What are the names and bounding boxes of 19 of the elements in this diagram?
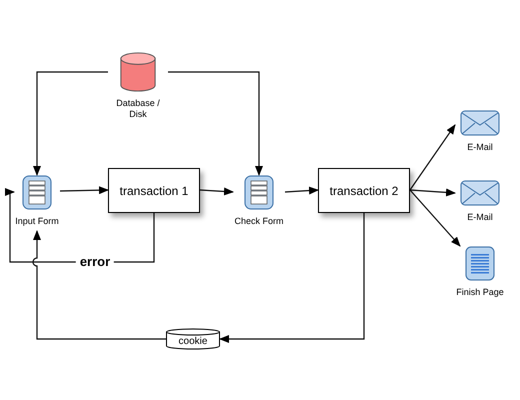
storage-label: cookie xyxy=(178,336,208,347)
node-label: E-Mail xyxy=(467,212,493,223)
node-label: Database / Disk xyxy=(115,98,161,120)
node-label: E-Mail xyxy=(467,142,493,153)
connector-arrow xyxy=(410,188,456,196)
connector-arrow xyxy=(284,186,319,195)
connector-arrow xyxy=(219,213,365,343)
process-box: transaction 2 xyxy=(318,168,410,213)
node-label: Check Form xyxy=(234,216,284,227)
connector-arrow xyxy=(33,71,108,176)
node-label: Finish Page xyxy=(456,287,504,298)
connector-arrow xyxy=(32,230,166,340)
connector-arrow xyxy=(168,71,263,176)
connector-arrow xyxy=(410,124,456,190)
connector-arrow xyxy=(200,187,234,196)
connector-arrow xyxy=(410,190,461,247)
connector-arrow xyxy=(60,186,109,194)
process-box: transaction 1 xyxy=(108,168,200,213)
node-label: Input Form xyxy=(15,216,59,227)
